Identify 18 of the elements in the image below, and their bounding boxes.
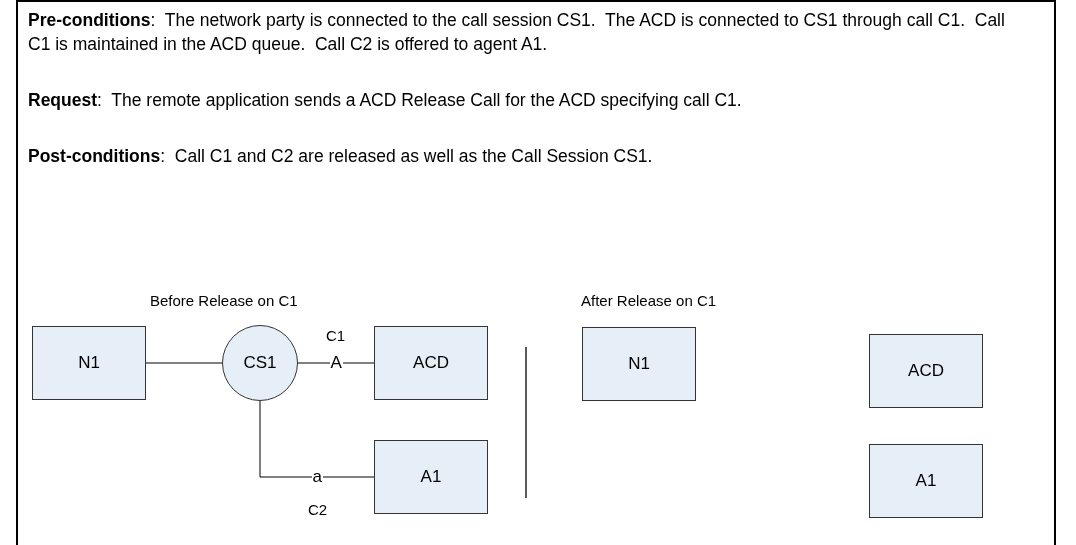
panel-heading: After Release on C1 [581, 292, 717, 309]
edge-label: A [329, 355, 343, 371]
party-box: A1 [869, 444, 983, 518]
request-text: Request: The remote application sends a ACD Release Call for the ACD specifying call C1. [28, 89, 743, 112]
party-box: ACD [374, 326, 488, 400]
connector-line [259, 400, 375, 478]
party-box: N1 [582, 327, 696, 401]
call-label: C1 [326, 327, 346, 344]
post-conditions-text: Post-conditions: Call C1 and C2 are released as well as the Call Session CS1. [28, 145, 654, 168]
panel-heading: Before Release on C1 [150, 292, 298, 309]
call-session-circle: CS1 [222, 325, 298, 401]
connector-line [145, 362, 223, 364]
party-box: A1 [374, 440, 488, 514]
party-box: N1 [32, 326, 146, 400]
party-box: ACD [869, 334, 983, 408]
call-label: C2 [308, 501, 328, 518]
pre-conditions-text: Pre-conditions: The network party is connected to the call session CS1. The ACD is connected to CS1 through call C1. Call C1 is maintained in the ACD queue. Call C2 is offered to agent A1. [28, 9, 1006, 56]
connector-line [297, 362, 375, 364]
